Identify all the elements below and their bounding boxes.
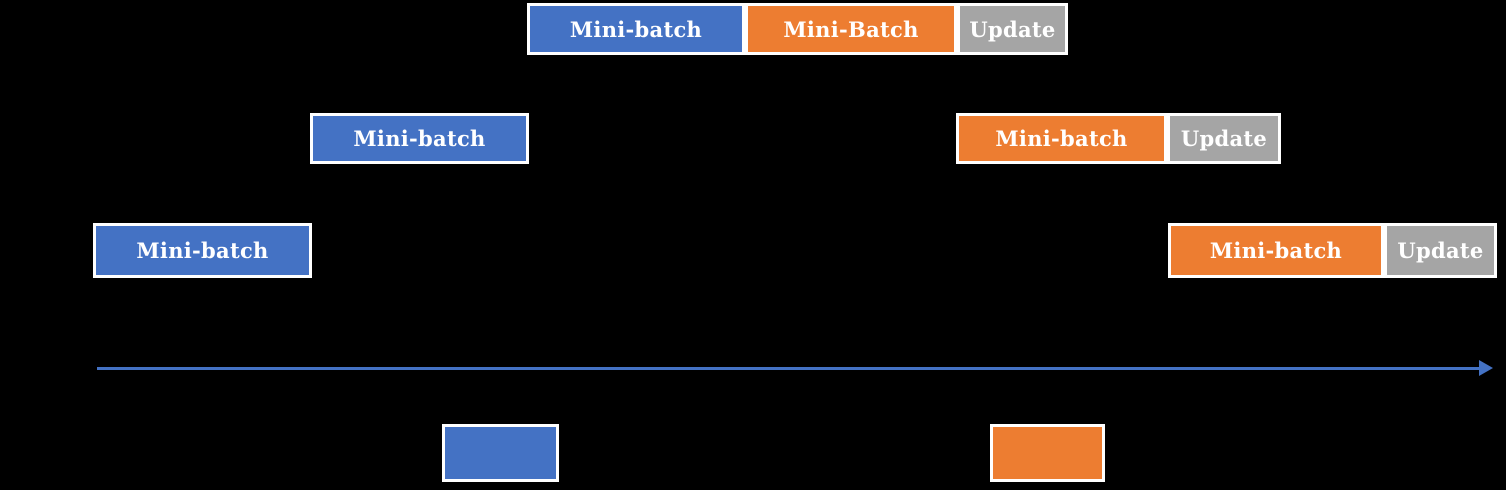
timeline-arrowhead-icon (1479, 360, 1493, 376)
minibatch-bar: Mini-Batch (745, 3, 957, 55)
minibatch-bar: Mini-batch (956, 113, 1167, 164)
update-bar: Update (957, 3, 1068, 55)
update-bar: Update (1167, 113, 1281, 164)
minibatch-bar: Mini-batch (527, 3, 745, 55)
minibatch-bar: Mini-batch (93, 223, 312, 278)
update-bar: Update (1384, 223, 1497, 278)
minibatch-bar: Mini-batch (310, 113, 529, 164)
timeline-arrow-line (97, 367, 1481, 370)
minibatch-bar: Mini-batch (1168, 223, 1384, 278)
legend-swatch-blue (442, 424, 559, 482)
legend-swatch-orange (990, 424, 1105, 482)
